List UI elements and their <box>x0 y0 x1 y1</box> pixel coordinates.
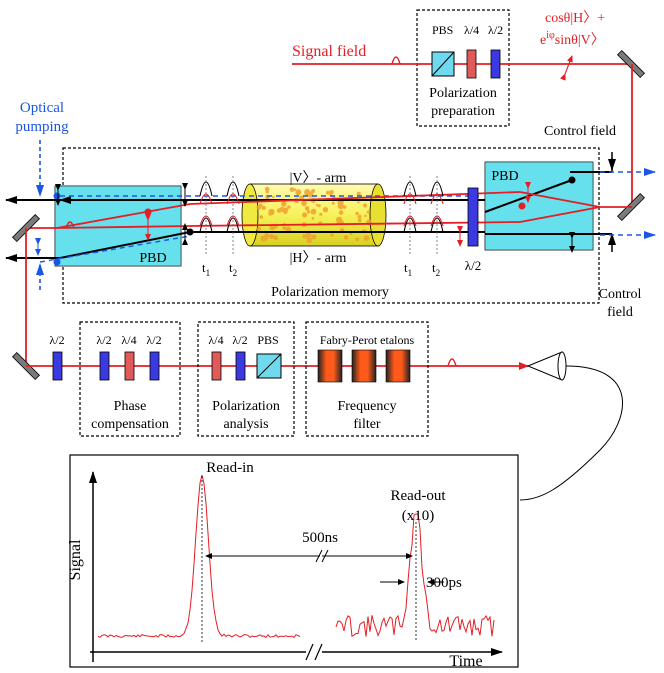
etalon-3 <box>385 349 411 383</box>
signal-plot-frame <box>69 454 519 668</box>
fabry-perot-label: Fabry-Perot etalons <box>320 333 415 347</box>
detector-coupler <box>526 351 567 381</box>
hwp-phase-2 <box>149 351 160 381</box>
plot-xlabel: Time <box>449 653 482 670</box>
vapor-cell <box>241 183 387 247</box>
signal-memory-beams <box>27 191 632 229</box>
mirror-top-right <box>616 49 646 79</box>
state-formula-line1: cosθ|H〉+ <box>545 10 605 26</box>
phase-compensation-label-2: compensation <box>91 417 169 432</box>
polarization-analysis-label-1: Polarization <box>212 399 280 414</box>
frequency-filter-label-1: Frequency <box>337 399 396 414</box>
width-label: 300ps <box>426 575 462 591</box>
pbd-right: PBD <box>484 161 594 251</box>
qwp-label-phase: λ/4 <box>121 333 136 347</box>
read-out-trace <box>335 513 495 638</box>
phase-compensation-label-1: Phase <box>114 399 147 414</box>
hwp-first <box>52 351 63 381</box>
qwp-prep <box>466 49 477 79</box>
polarization-memory-label: Polarization memory <box>271 285 389 300</box>
phase-compensation-box: λ/2 λ/4 λ/2 Phase compensation <box>79 321 181 437</box>
signal-pulse-output <box>447 358 457 367</box>
polarization-preparation-label-2: preparation <box>431 104 495 119</box>
hwp-label-phase-1: λ/2 <box>96 333 111 347</box>
polarization-preparation-label-1: Polarization <box>429 86 497 101</box>
pbs-label-analysis: PBS <box>257 333 278 347</box>
qwp-phase <box>124 351 135 381</box>
hwp-label-first: λ/2 <box>49 333 64 347</box>
plot-ylabel: Signal <box>67 539 84 580</box>
pbs-prep <box>431 51 455 77</box>
x10-label: (x10) <box>402 508 435 524</box>
etalon-2 <box>351 349 377 383</box>
optical-pumping-label-1: Optical <box>20 100 64 116</box>
control-field-label-top: Control field <box>544 124 616 139</box>
signal-field-label: Signal field <box>292 43 366 60</box>
v-arm-label: |V〉- arm <box>290 170 347 186</box>
timing-ticks <box>205 176 438 256</box>
delay-break-2 <box>321 549 329 563</box>
read-out-label: Read-out <box>391 488 447 504</box>
t2-label-right: t2 <box>432 260 440 278</box>
control-field-label-bottom-2: field <box>607 305 633 320</box>
optical-pumping-label-2: pumping <box>15 119 69 135</box>
delay-label: 500ns <box>302 530 338 546</box>
axis-break-1 <box>305 643 314 661</box>
polarization-analysis-box: λ/4 λ/2 PBS Polarization analysis <box>197 321 295 437</box>
qwp-label-prep: λ/4 <box>464 23 479 37</box>
t2-label-left: t2 <box>229 260 237 278</box>
polarization-memory-box <box>62 147 600 304</box>
h-arm-label: |H〉- arm <box>290 250 347 266</box>
axis-break-2 <box>314 643 323 661</box>
hwp-memory <box>467 187 479 247</box>
hwp-prep <box>490 49 501 79</box>
read-in-trace <box>97 474 301 639</box>
diagonal-polarization-icon <box>560 55 573 81</box>
hwp-analysis <box>235 351 246 381</box>
delay-break-1 <box>315 549 323 563</box>
etalon-1 <box>317 349 343 383</box>
hwp-label-prep: λ/2 <box>488 23 503 37</box>
control-field-label-bottom-1: Control <box>599 287 642 302</box>
frequency-filter-label-2: filter <box>353 417 381 432</box>
hwp-phase-1 <box>99 351 110 381</box>
hwp-label-analysis: λ/2 <box>232 333 247 347</box>
signal-pulse-input <box>391 56 401 65</box>
qwp-analysis <box>211 351 222 381</box>
frequency-filter-box: Fabry-Perot etalons Frequency filter <box>305 321 429 437</box>
qwp-label-analysis: λ/4 <box>208 333 223 347</box>
pbd-right-label: PBD <box>491 169 518 184</box>
t1-label-left: t1 <box>202 260 210 278</box>
pbs-label-prep: PBS <box>432 23 453 37</box>
hwp-label-phase-2: λ/2 <box>146 333 161 347</box>
hwp-memory-label: λ/2 <box>465 258 481 273</box>
polarization-arrows-memory <box>35 182 575 256</box>
timing-labels: t1 t2 t1 t2 <box>202 260 440 278</box>
polarization-analysis-label-2: analysis <box>223 417 268 432</box>
t1-label-right: t1 <box>404 260 412 278</box>
pbd-left-label: PBD <box>139 251 166 266</box>
polarization-preparation-box: PBS λ/4 λ/2 Polarization preparation <box>416 9 510 127</box>
read-in-label: Read-in <box>206 460 254 476</box>
state-formula-line2: eiφsinθ|V〉 <box>540 30 605 48</box>
fiber-cable <box>519 365 624 501</box>
